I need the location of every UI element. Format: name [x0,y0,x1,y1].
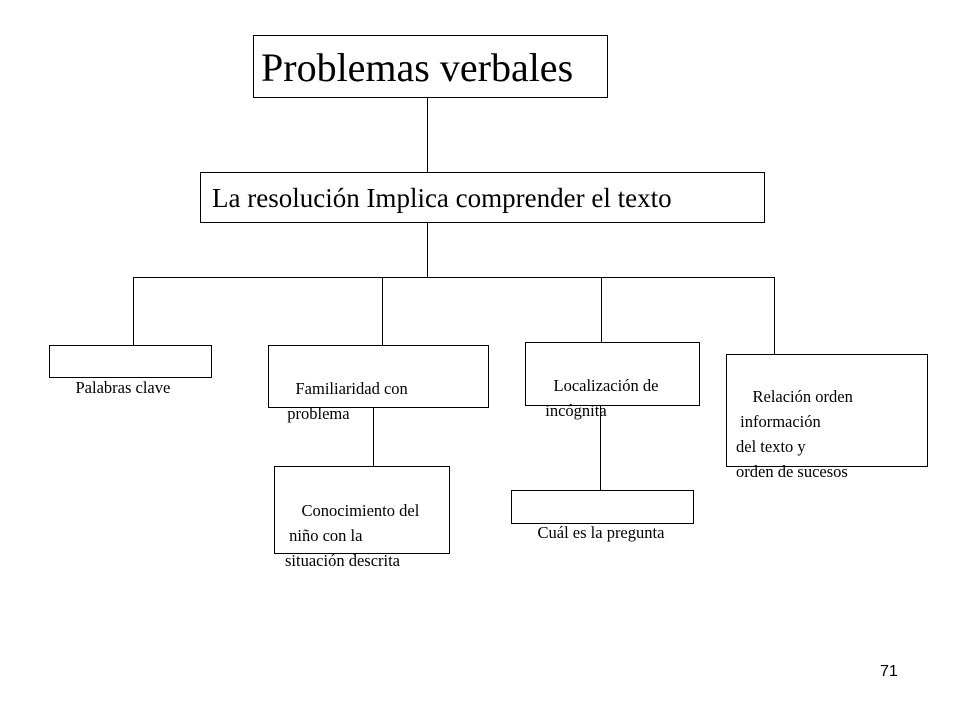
branch-node-localizacion: Localización de incógnita [525,342,700,420]
connector-to-familiaridad [382,277,383,345]
level1-node-label: La resolución Implica comprender el text… [212,183,672,213]
connector-familiaridad-to-conocimiento [373,407,374,466]
subnode-label-conocimiento: Conocimiento del niño con la situación d… [285,501,420,570]
root-node-label: Problemas verbales [261,45,574,90]
connector-to-palabras-clave [133,277,134,345]
root-node: Problemas verbales [253,35,608,98]
branch-label-palabras-clave: Palabras clave [75,378,171,397]
branch-label-relacion: Relación orden información del texto y o… [736,387,853,481]
connector-to-localizacion [601,277,602,342]
branch-label-localizacion: Localización de incógnita [545,376,659,420]
branch-node-relacion: Relación orden información del texto y o… [726,354,928,481]
connector-horizontal-bar [133,277,775,278]
page-number: 71 [880,663,898,680]
branch-node-familiaridad: Familiaridad con problema [268,345,489,423]
branch-label-familiaridad: Familiaridad con problema [287,379,408,423]
subnode-conocimiento: Conocimiento del niño con la situación d… [274,466,450,570]
connector-to-relacion [774,277,775,354]
connector-root-to-level1 [427,97,428,172]
connector-level1-down [427,223,428,277]
connector-localizacion-to-pregunta [600,405,601,490]
branch-node-palabras-clave: Palabras clave [49,345,212,397]
subnode-label-pregunta: Cuál es la pregunta [537,523,665,542]
subnode-pregunta: Cuál es la pregunta [511,490,694,542]
level1-node: La resolución Implica comprender el text… [200,172,765,223]
